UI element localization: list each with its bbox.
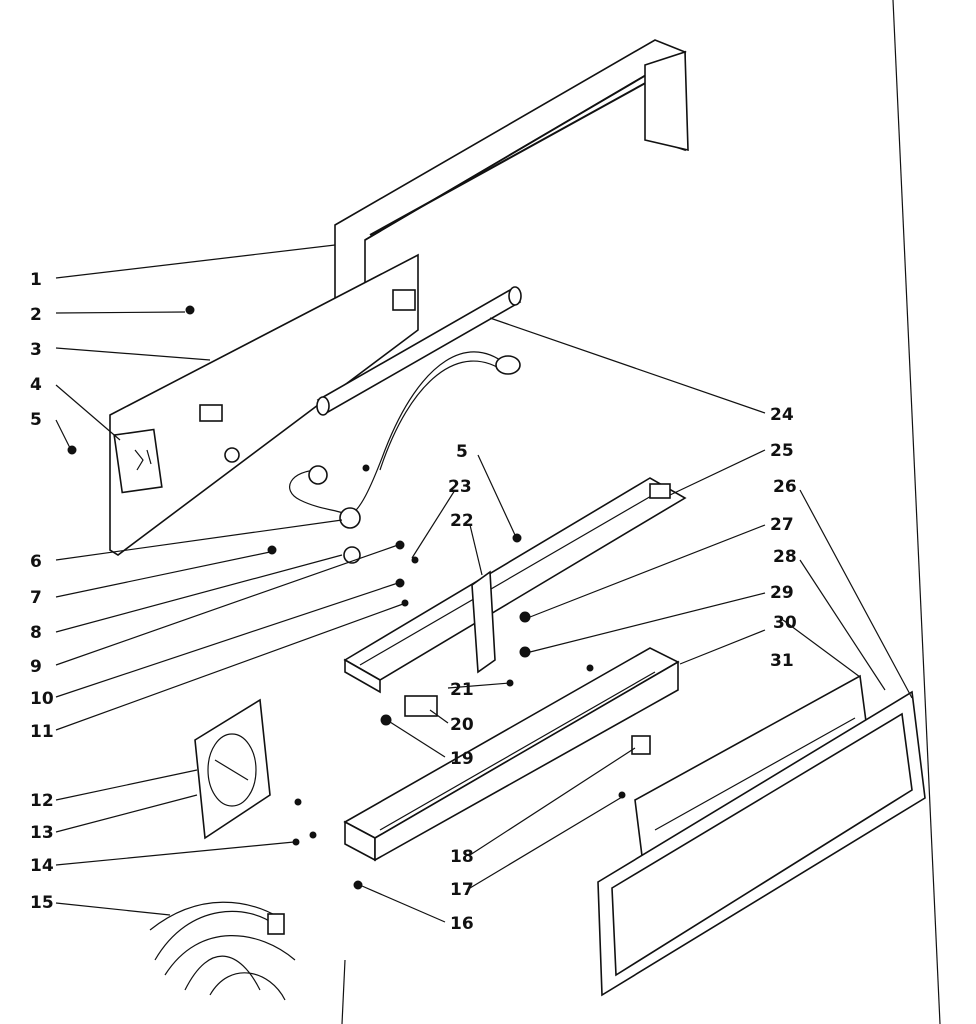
callout-label: 12 bbox=[30, 791, 54, 811]
callout-label: 10 bbox=[30, 689, 54, 709]
callout-label: 11 bbox=[30, 722, 54, 742]
callout-label: 28 bbox=[773, 547, 797, 567]
callout-label: 7 bbox=[30, 588, 42, 608]
callout-label: 20 bbox=[450, 715, 474, 735]
callout-label: 3 bbox=[30, 340, 42, 360]
callout-label: 9 bbox=[30, 657, 42, 677]
callout-label: 15 bbox=[30, 893, 54, 913]
callout-label: 6 bbox=[30, 552, 42, 572]
lamp-sockets-wiring bbox=[289, 351, 521, 564]
leader-lines bbox=[55, 244, 913, 923]
callout-label: 16 bbox=[450, 914, 474, 934]
part-1-top-trim bbox=[334, 39, 689, 332]
callout-label: 13 bbox=[30, 823, 54, 843]
callout-label: 14 bbox=[30, 856, 54, 876]
callout-label: 2 bbox=[30, 305, 42, 325]
callout-label: 24 bbox=[770, 405, 794, 425]
callout-label: 31 bbox=[770, 651, 794, 671]
callout-label: 5 bbox=[30, 410, 42, 430]
callout-label: 17 bbox=[450, 880, 474, 900]
callout-label: 8 bbox=[30, 623, 42, 643]
part-26-frame bbox=[597, 690, 926, 997]
hardware-dots bbox=[67, 305, 626, 890]
callout-label: 5 bbox=[456, 442, 468, 462]
callout-label: 4 bbox=[30, 375, 42, 395]
page-border-line bbox=[892, 0, 941, 1024]
callout-label: 29 bbox=[770, 583, 794, 603]
part-25-upper-rail bbox=[343, 477, 687, 694]
callout-label: 25 bbox=[770, 441, 794, 461]
callout-labels: 1 2 3 4 5 6 7 8 9 10 11 12 13 14 15 24 2… bbox=[30, 270, 797, 934]
callout-label: 30 bbox=[773, 613, 797, 633]
part-3-control-panel bbox=[109, 253, 419, 556]
part-22-vertical-bracket bbox=[471, 570, 496, 674]
part-20-switch bbox=[404, 695, 438, 717]
callout-label: 19 bbox=[450, 749, 474, 769]
callout-label: 18 bbox=[450, 847, 474, 867]
callout-label: 27 bbox=[770, 515, 794, 535]
callout-label: 1 bbox=[30, 270, 42, 290]
callout-label: 21 bbox=[450, 680, 474, 700]
page-border-line bbox=[341, 959, 346, 1024]
callout-label: 26 bbox=[773, 477, 797, 497]
callout-label: 22 bbox=[450, 511, 474, 531]
callout-label: 23 bbox=[448, 477, 472, 497]
part-15-harness bbox=[149, 901, 296, 1001]
part-12-clock bbox=[194, 698, 271, 840]
part-31-lower-channel bbox=[343, 647, 680, 862]
part-24-lamp bbox=[316, 286, 522, 416]
